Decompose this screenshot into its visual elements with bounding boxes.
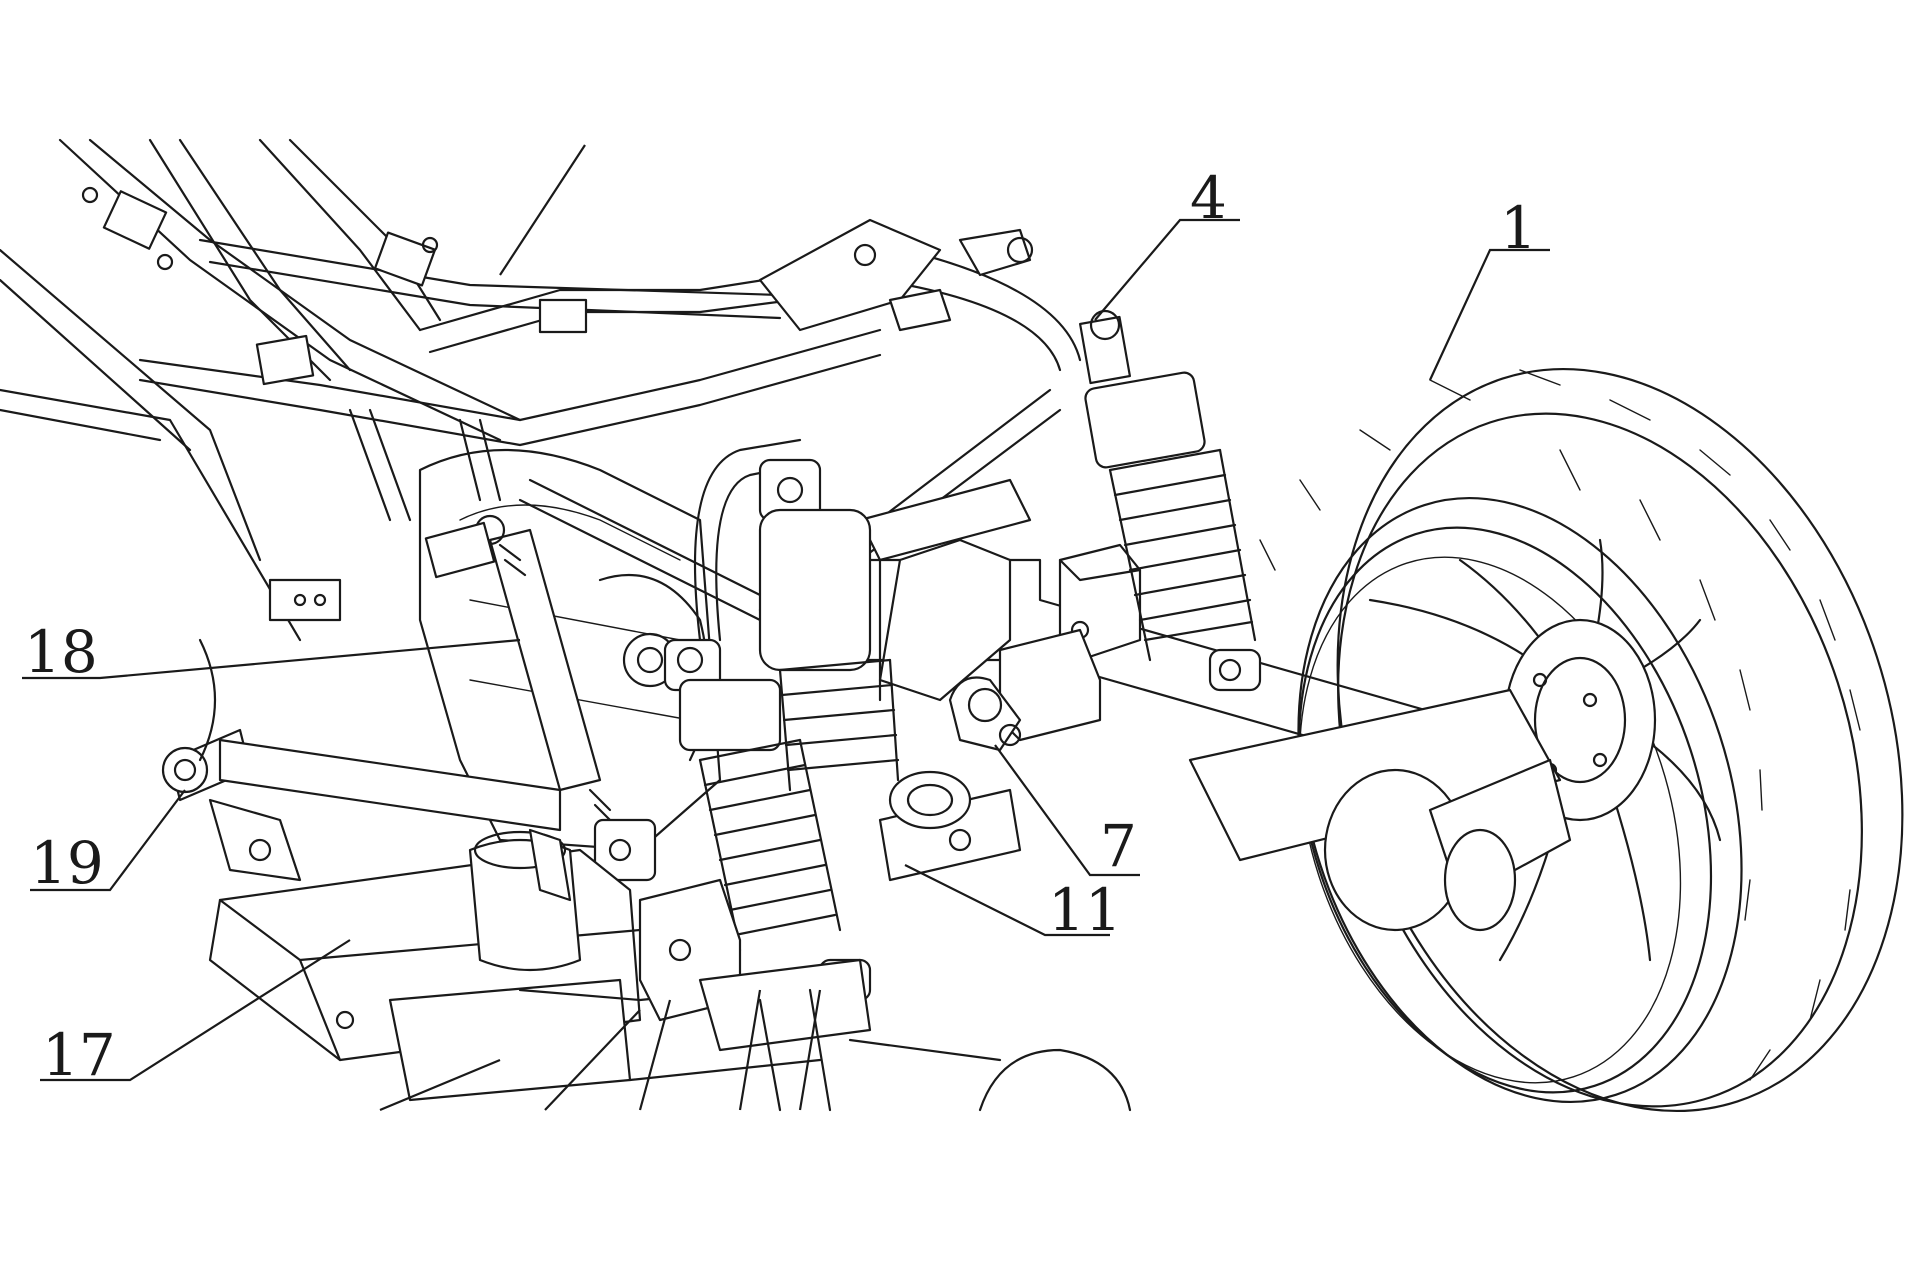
callout-19: 19 <box>30 829 104 897</box>
rear-swingarm <box>858 478 1462 782</box>
leader-17 <box>40 939 351 1082</box>
linkage-11 <box>878 770 1022 882</box>
leader-lines <box>22 144 1550 1112</box>
callouts: 1 4 7 11 17 18 19 <box>24 164 1537 1089</box>
shock-absorber-center <box>758 458 900 792</box>
shock-absorber-18 <box>424 514 657 882</box>
rear-wheel <box>1188 367 1904 1113</box>
front-lower-arm <box>161 638 562 882</box>
callout-11: 11 <box>1048 876 1122 944</box>
leader-11 <box>904 864 1110 937</box>
pivot-7 <box>948 676 1022 752</box>
callout-1: 1 <box>1500 194 1537 262</box>
shock-absorber-4 <box>1078 309 1262 692</box>
upper-frame <box>0 138 1082 642</box>
leader-19 <box>30 789 186 892</box>
leader-1 <box>1429 248 1550 381</box>
callout-4: 4 <box>1190 164 1227 232</box>
leader-top <box>499 144 586 276</box>
leader-7 <box>994 744 1140 877</box>
callout-17: 17 <box>42 1021 116 1089</box>
lower-beam-17 <box>208 828 1132 1112</box>
callout-18: 18 <box>24 618 98 686</box>
leader-4 <box>1094 218 1240 321</box>
callout-7: 7 <box>1100 812 1137 880</box>
leader-18 <box>22 638 521 680</box>
